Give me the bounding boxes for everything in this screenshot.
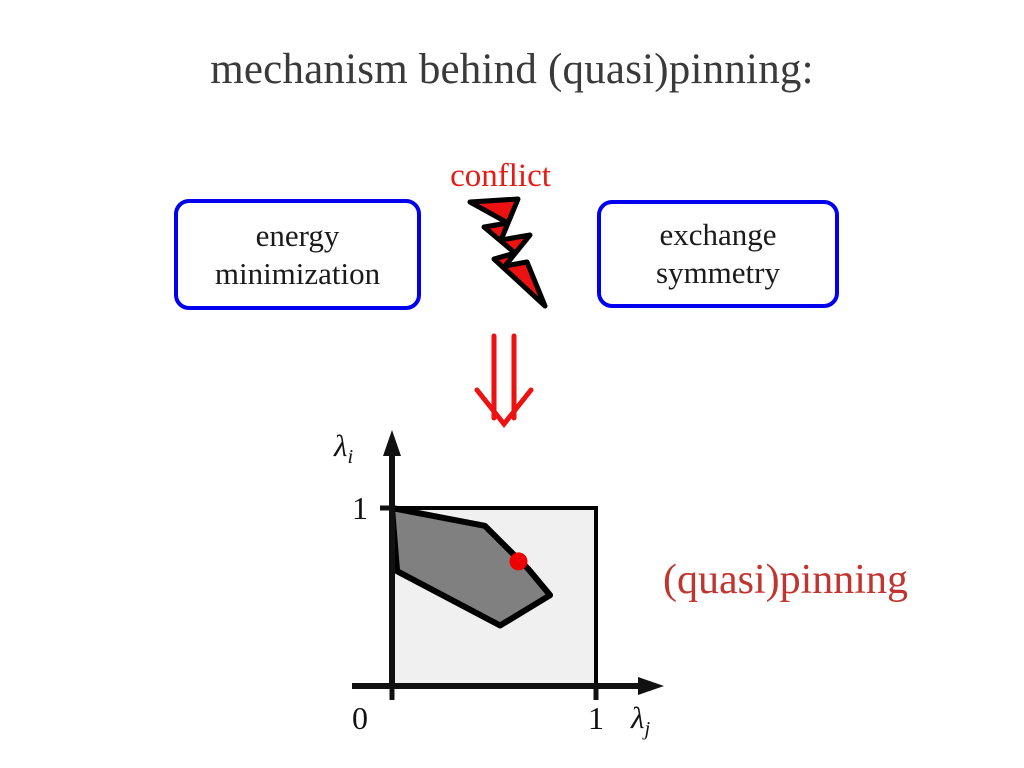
allowed-polytope-region [389,505,554,629]
quasipinning-caption: (quasi)pinning [663,557,908,603]
concept-box-exchange-symmetry-line2: symmetry [656,255,780,290]
concept-box-energy-minimization-line2: minimization [214,255,381,291]
y-axis-label: λi [334,428,353,469]
double-down-arrow-icon [474,333,534,429]
plot-figure [352,430,664,700]
x-axis-tick-0: 0 [352,700,368,736]
lightning-bolt-shape [467,196,548,309]
x-axis-tick-1: 1 [588,700,604,736]
conflict-label: conflict [450,158,551,194]
x-axis-label-subscript: j [644,718,651,741]
y-axis-label-subscript: i [347,446,354,469]
y-axis-tick-1: 1 [352,490,368,526]
arrow-head [474,387,534,429]
quasipinning-data-point[interactable] [509,552,528,571]
x-axis-label: λj [631,700,650,741]
plot-ticks [380,505,599,700]
lightning-bolt-icon [467,196,548,309]
concept-box-energy-minimization-line1: energy [255,217,340,253]
concept-box-exchange-symmetry-line1: exchange [659,217,777,253]
y-axis-arrowhead [383,430,401,456]
plot-axes [352,444,650,689]
page-title: mechanism behind (quasi)pinning: [210,46,814,93]
x-axis-arrowhead [638,677,664,695]
concept-box-exchange-symmetry[interactable]: exchange symmetry [597,200,839,308]
y-axis-label-symbol: λ [334,428,348,463]
concept-box-energy-minimization[interactable]: energy minimization [174,199,421,310]
x-axis-label-symbol: λ [631,700,645,735]
unit-square-region [390,506,598,688]
